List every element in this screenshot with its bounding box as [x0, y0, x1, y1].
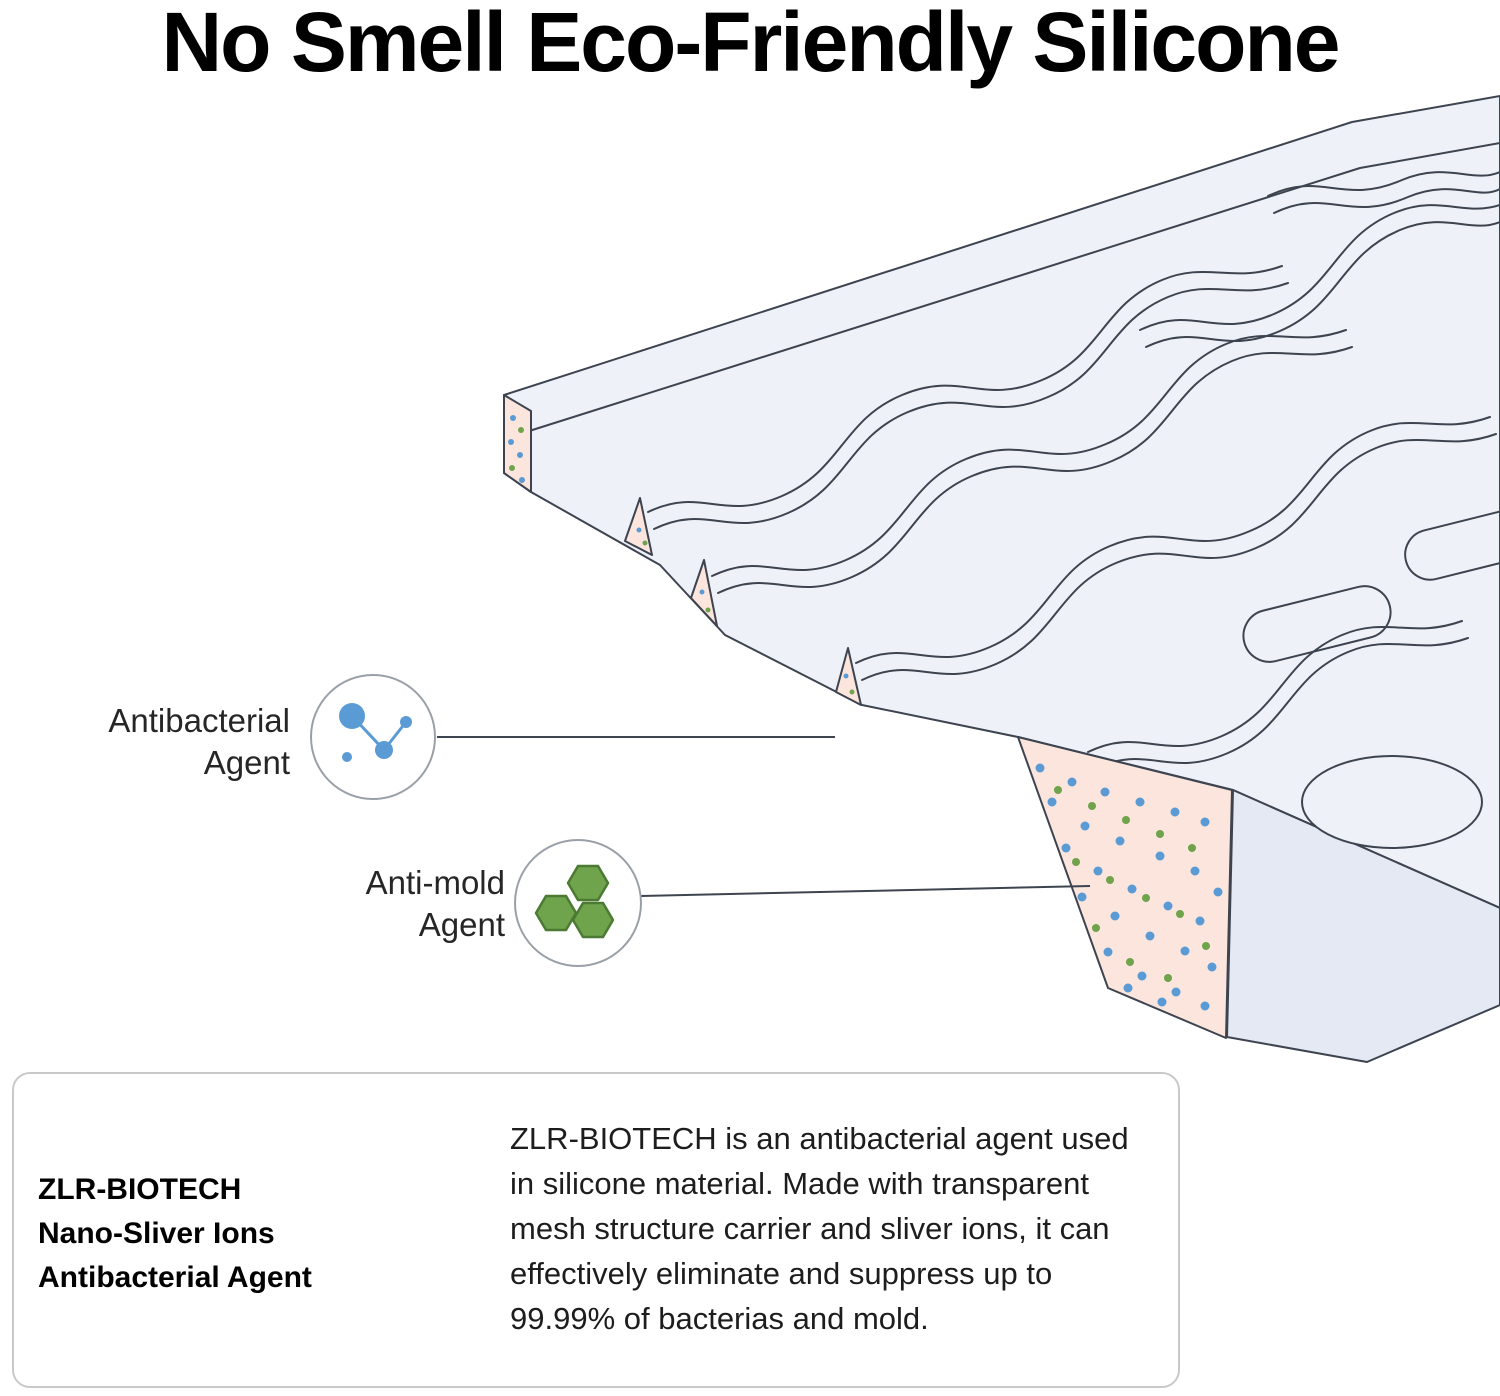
antimold-label: Anti-mold Agent — [300, 862, 505, 946]
hexagon-cluster-icon — [534, 864, 615, 939]
mat-ridges — [647, 171, 1500, 770]
antimold-dots — [509, 427, 1210, 982]
cut-strip-left — [503, 394, 532, 493]
info-heading-line2: Nano-Sliver Ions — [38, 1217, 275, 1250]
antibacterial-label-line2: Agent — [203, 744, 290, 781]
mat-rim-line — [525, 142, 1500, 433]
antimold-callout — [514, 839, 642, 967]
mat-drain-hole — [1301, 755, 1483, 849]
info-box-heading: ZLR-BIOTECH Nano-Sliver Ions Antibacteri… — [38, 1168, 312, 1300]
antibacterial-callout — [310, 674, 436, 800]
info-heading-line3: Antibacterial Agent — [38, 1261, 312, 1294]
page-title: No Smell Eco-Friendly Silicone — [161, 0, 1341, 89]
silicone-mat — [503, 95, 1500, 1063]
antimold-label-line1: Anti-mold — [365, 864, 505, 901]
callout-lines — [437, 736, 1091, 897]
antibacterial-label-line1: Antibacterial — [108, 702, 290, 739]
antibacterial-dots — [508, 415, 1223, 1011]
antimold-label-line2: Agent — [418, 906, 505, 943]
molecule-dots-icon — [339, 703, 412, 762]
info-heading-line1: ZLR-BIOTECH — [38, 1173, 242, 1206]
info-box: ZLR-BIOTECH Nano-Sliver Ions Antibacteri… — [12, 1072, 1180, 1388]
antimold-leader-line — [640, 885, 1091, 897]
info-box-body: ZLR-BIOTECH is an antibacterial agent us… — [510, 1121, 1129, 1336]
cut-triangle-3 — [835, 647, 862, 706]
antimold-circle — [514, 839, 642, 967]
antibacterial-label: Antibacterial Agent — [60, 700, 290, 784]
